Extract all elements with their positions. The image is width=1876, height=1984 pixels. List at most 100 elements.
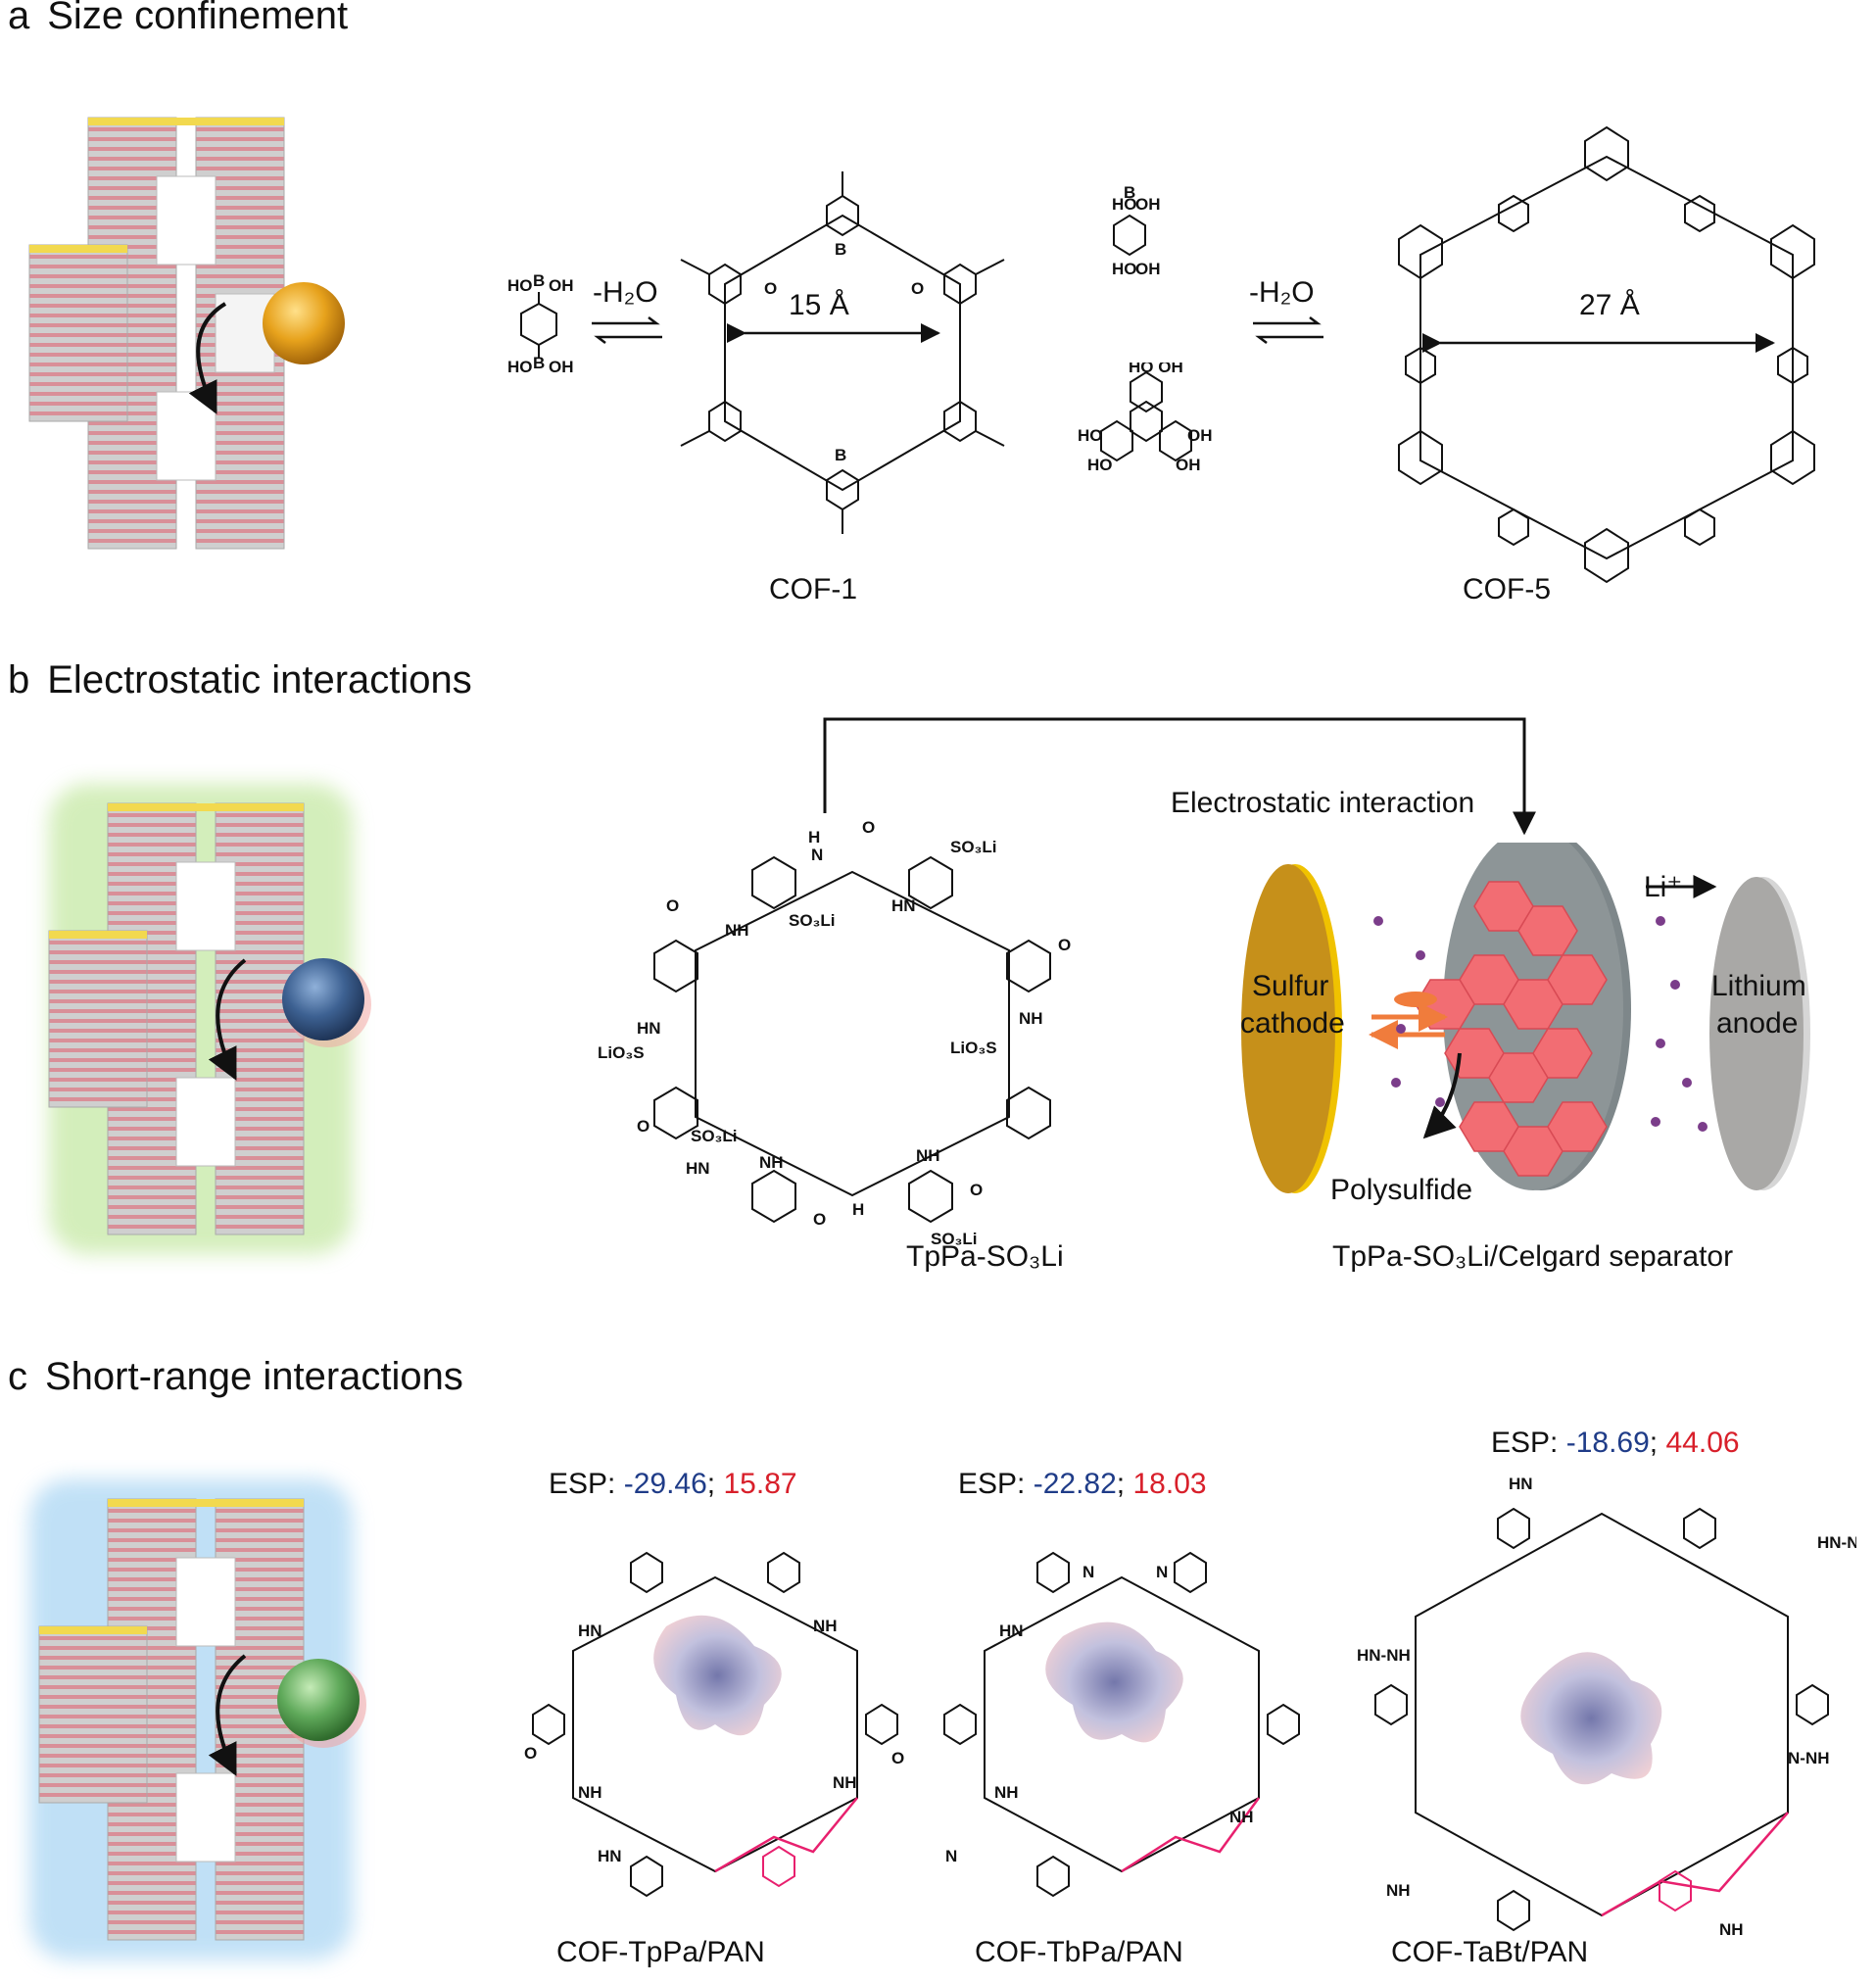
- svg-text:NH: NH: [759, 1153, 784, 1172]
- polysulfide-label: Polysulfide: [1330, 1174, 1473, 1206]
- svg-text:B: B: [835, 240, 846, 259]
- svg-text:HN: HN: [637, 1019, 661, 1038]
- anode-label-2: anode: [1716, 1007, 1799, 1040]
- equilibrium-arrows-cof5: [1253, 316, 1323, 344]
- svg-text:HO: HO: [507, 276, 533, 295]
- blue-sphere: [282, 958, 364, 1040]
- diffusion-arrow: [208, 958, 247, 1081]
- svg-text:SO₃Li: SO₃Li: [789, 911, 836, 930]
- svg-text:O: O: [813, 1210, 826, 1229]
- svg-text:N-NH: N-NH: [1788, 1749, 1830, 1767]
- lithium-ions: [1373, 916, 1708, 1132]
- svg-text:HN-NH: HN-NH: [1357, 1646, 1411, 1665]
- cof-tabt-pan-structure: HN HN-NH HN-NH N-NH NH NH: [1357, 1475, 1856, 1939]
- cof-tbpa-pan-structure: HN N N NH NH N: [943, 1551, 1300, 1898]
- cof-framework-b: [48, 784, 371, 1254]
- cof5-name: COF-5: [1463, 573, 1551, 605]
- svg-text:HN: HN: [686, 1159, 710, 1178]
- svg-text:B: B: [533, 274, 545, 290]
- svg-text:NH: NH: [813, 1617, 838, 1635]
- hhtp-reagent: HO OH HO OH HO OH: [1078, 363, 1213, 474]
- svg-text:NH: NH: [1229, 1808, 1254, 1826]
- svg-text:B: B: [533, 354, 545, 372]
- svg-text:N: N: [1156, 1563, 1168, 1581]
- cathode-label-1: Sulfur: [1252, 970, 1329, 1002]
- esp-map-tppa: [653, 1615, 782, 1736]
- svg-text:HO: HO: [1112, 260, 1137, 278]
- svg-text:N: N: [1082, 1563, 1094, 1581]
- svg-text:HO: HO: [1112, 195, 1137, 214]
- svg-text:O: O: [891, 1749, 904, 1767]
- svg-text:O: O: [970, 1181, 983, 1199]
- svg-text:O: O: [764, 279, 777, 298]
- separator-name: TpPa-SO₃Li/Celgard separator: [1332, 1240, 1734, 1273]
- bdba-reagent: HO B OH HO B OH: [507, 274, 574, 376]
- framework-structure: [48, 802, 305, 1235]
- svg-text:NH: NH: [725, 921, 749, 940]
- cof-honeycomb: [1415, 881, 1608, 1177]
- svg-text:OH: OH: [1176, 456, 1201, 474]
- svg-text:OH: OH: [1135, 260, 1161, 278]
- svg-text:SO₃Li: SO₃Li: [691, 1127, 738, 1145]
- svg-text:O: O: [637, 1117, 649, 1136]
- esp-label-tbpa: ESP: -22.82; 18.03: [958, 1468, 1207, 1500]
- svg-text:H: H: [808, 828, 820, 847]
- svg-text:HN: HN: [598, 1847, 622, 1865]
- condition-label-cof5: -H₂O: [1249, 276, 1315, 309]
- diffusion-arrow: [188, 302, 227, 414]
- svg-text:SO₃Li: SO₃Li: [931, 1230, 978, 1248]
- framework-structure: [28, 117, 285, 550]
- esp-map-tabt: [1520, 1652, 1662, 1785]
- svg-text:NH: NH: [578, 1783, 602, 1802]
- anode-label-1: Lithium: [1711, 970, 1806, 1002]
- lithium-anode: [1709, 877, 1804, 1190]
- svg-text:OH: OH: [1135, 195, 1161, 214]
- svg-text:HN-NH: HN-NH: [1817, 1533, 1856, 1552]
- cathode-label-2: cathode: [1240, 1007, 1345, 1040]
- svg-text:HN: HN: [1509, 1475, 1533, 1493]
- svg-text:O: O: [911, 279, 924, 298]
- bdba-reagent-2: B HO OH HO OH: [1112, 186, 1161, 278]
- electrostatic-interaction-label: Electrostatic interaction: [1171, 787, 1475, 819]
- svg-text:O: O: [862, 818, 875, 837]
- svg-text:O: O: [524, 1744, 537, 1763]
- cof1-structure: B B O O: [680, 171, 1005, 534]
- tppa-so3li-structure: H N NH SO₃Li SO₃Li HN HN LiO₃S NH LiO₃S …: [598, 818, 1071, 1248]
- li-ion-label: Li⁺: [1644, 871, 1683, 903]
- esp-label-tppa: ESP: -29.46; 15.87: [549, 1468, 797, 1500]
- svg-text:LiO₃S: LiO₃S: [598, 1043, 645, 1062]
- polysulfide-arrow: [1422, 1052, 1462, 1139]
- gold-sphere: [263, 282, 345, 364]
- svg-text:LiO₃S: LiO₃S: [950, 1039, 997, 1057]
- svg-text:NH: NH: [916, 1146, 940, 1165]
- svg-text:B: B: [835, 446, 846, 464]
- svg-text:NH: NH: [1719, 1920, 1744, 1939]
- cof-tabt-pan-name: COF-TaBt/PAN: [1391, 1936, 1589, 1968]
- svg-text:NH: NH: [833, 1773, 857, 1792]
- svg-text:H: H: [852, 1200, 864, 1219]
- cof-tppa-pan-name: COF-TpPa/PAN: [556, 1936, 765, 1968]
- esp-label-tabt: ESP: -18.69; 44.06: [1491, 1427, 1740, 1459]
- cof-tppa-pan-structure: HN NH NH NH HN O O: [524, 1551, 904, 1898]
- diffusion-arrow: [208, 1654, 247, 1776]
- svg-text:NH: NH: [1019, 1009, 1043, 1028]
- svg-text:N: N: [811, 846, 823, 864]
- svg-text:OH: OH: [549, 276, 574, 295]
- cof-framework-a: [28, 117, 345, 550]
- svg-text:HO: HO: [1087, 456, 1113, 474]
- sulfur-cathode: [1241, 864, 1335, 1193]
- cof-tbpa-pan-name: COF-TbPa/PAN: [975, 1936, 1183, 1968]
- svg-text:OH: OH: [1187, 426, 1213, 445]
- pore-size-cof1: 15 Å: [789, 289, 849, 321]
- cof-framework-c: [29, 1479, 366, 1960]
- tppa-so3li-name: TpPa-SO₃Li: [906, 1240, 1064, 1273]
- green-sphere: [277, 1659, 360, 1741]
- cof1-name: COF-1: [769, 573, 857, 605]
- svg-text:O: O: [666, 896, 679, 915]
- svg-text:N: N: [945, 1847, 957, 1865]
- svg-text:HN: HN: [891, 896, 916, 915]
- svg-text:HN: HN: [999, 1621, 1024, 1640]
